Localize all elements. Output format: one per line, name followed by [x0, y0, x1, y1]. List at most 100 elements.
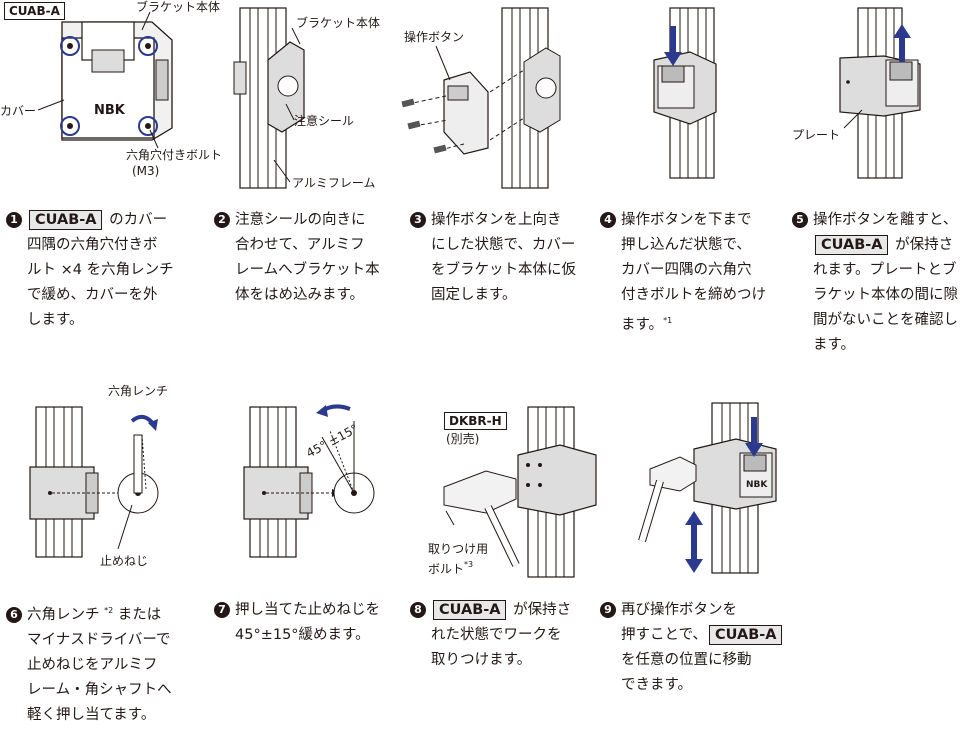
step-line: ます。 [792, 333, 970, 358]
step-line: 4 操作ボタンを下まで [600, 208, 785, 233]
step-text: 合わせて、アルミフ [235, 237, 365, 253]
step-line: レームへブラケット本 [214, 258, 394, 283]
step-number-badge: 4 [600, 212, 616, 228]
step-text: 取りつけます。 [431, 652, 532, 668]
fig8-bolt-label-a: 取りつけ用 [428, 542, 489, 556]
fig6-wrench-label: 六角レンチ [108, 384, 169, 398]
step-text: 止めねじをアルミフ [27, 657, 158, 673]
fig3-cover-attach-illustration [401, 7, 561, 189]
step-line: れた状態でワークを [410, 623, 600, 648]
footnote-marker: *1 [663, 316, 673, 325]
step-line: カバー四隅の六角穴 [600, 258, 785, 283]
product-name-box: CUAB-A [709, 625, 783, 645]
fig1-product-tag: CUAB-A [4, 2, 65, 20]
step-line: します。 [6, 308, 196, 333]
fig6-screw-label: 止めねじ [100, 554, 149, 568]
step-text: 体をはめ込みます。 [235, 287, 365, 303]
step-line: 2 注意シールの向きに [214, 208, 394, 233]
fig1-bracket-label: ブラケット本体 [136, 0, 221, 14]
fig1-nbk-logo: NBK [94, 103, 125, 118]
step-text: 操作ボタンを下まで [621, 212, 752, 228]
fig3-button-label: 操作ボタン [404, 30, 465, 44]
step-line: で緩め、カバーを外 [6, 283, 196, 308]
step-number-badge: 2 [214, 212, 230, 228]
step-text: カバー四隅の六角穴 [621, 262, 752, 278]
step-line: 止めねじをアルミフ [6, 653, 206, 678]
step-line: レーム・角シャフトへ [6, 678, 206, 703]
step-line: を任意の位置に移動 [600, 648, 800, 673]
step-text: します。 [27, 312, 84, 328]
step-number-badge: 6 [6, 607, 22, 623]
fig5-plate-label: プレート [792, 128, 841, 142]
fig8-product-tag: DKBR-H [444, 412, 507, 430]
step-text: 再び操作ボタンを [621, 602, 737, 618]
step-line: 体をはめ込みます。 [214, 283, 394, 308]
step-number-badge: 9 [600, 602, 616, 618]
step-text: 六角レンチ [27, 607, 105, 623]
step-line: 45°±15°緩めます。 [214, 623, 414, 648]
step-text: れます。プレートとブ [813, 262, 957, 278]
product-name-box: CUAB-A [815, 235, 889, 255]
fig8-bolt-note: *3 [464, 560, 474, 569]
fig8-mount-work-illustration [443, 406, 597, 578]
fig5-release-button-illustration [839, 7, 921, 179]
fig4-press-button-illustration [653, 7, 717, 179]
fig1-bolt-size-label: (M3) [132, 164, 160, 178]
step-line: 3 操作ボタンを上向き [410, 208, 595, 233]
step-line: 四隅の六角穴付きボ [6, 233, 196, 258]
step-line: ラケット本体の間に隙 [792, 283, 970, 308]
fig1-cover-label: カバー [0, 104, 37, 118]
fig7-loosen-screw-illustration [243, 404, 375, 558]
fig2-frame-label: アルミフレーム [292, 176, 376, 190]
step-text: が保持さ [508, 602, 572, 618]
step-line: 軽く押し当てます。 [6, 703, 206, 728]
step-text: 軽く押し当てます。 [27, 707, 156, 723]
fig2-bracket-on-frame-illustration [233, 7, 305, 189]
step-text: 押し込んだ状態で、 [621, 237, 751, 253]
step-text: 操作ボタンを離すと、 [813, 212, 958, 228]
step-text: のカバー [104, 212, 168, 228]
step-line: CUAB-A が保持さ [792, 233, 970, 258]
step-text: 押し当てた止めねじを [235, 602, 380, 618]
step-line: 取りつけます。 [410, 648, 600, 673]
step-text: 注意シールの向きに [235, 212, 366, 228]
step-text: が保持さ [890, 237, 954, 253]
step-text: にした状態で、カバー [431, 237, 576, 253]
step-line: をブラケット本体に仮 [410, 258, 595, 283]
step-text: ルト ×4 を六角レンチ [27, 262, 174, 278]
fig2-bracket-label: ブラケット本体 [296, 16, 381, 30]
step-line: 押し込んだ状態で、 [600, 233, 785, 258]
step-line: 間がないことを確認し [792, 308, 970, 333]
step-text: 間がないことを確認し [813, 312, 958, 328]
step-text: 付きボルトを締めつけ [621, 287, 766, 303]
step-line: 押すことで、CUAB-A [600, 623, 800, 648]
step-line: 付きボルトを締めつけ [600, 283, 785, 308]
step-number-badge: 5 [792, 212, 808, 228]
fig2-seal-label: 注意シール [294, 114, 355, 128]
step-text: レーム・角シャフトへ [27, 682, 172, 698]
fig8-sold-separately-label: (別売) [446, 432, 480, 446]
step-text: れた状態でワークを [431, 627, 562, 643]
step-number-badge: 7 [214, 602, 230, 618]
product-name-box: CUAB-A [433, 600, 507, 620]
step-number-badge: 3 [410, 212, 426, 228]
fig9-move-position-illustration [638, 402, 777, 574]
step-text: マイナスドライバーで [27, 632, 171, 648]
step-line: ます。*1 [600, 308, 785, 338]
fig8-bolt-label-b: ボルト*3 [428, 558, 473, 576]
step-text: 操作ボタンを上向き [431, 212, 562, 228]
step-text: レームへブラケット本 [235, 262, 380, 278]
step-text: 四隅の六角穴付きボ [27, 237, 158, 253]
fig1-bolt-label: 六角穴付きボルト [126, 148, 223, 162]
step-text: ラケット本体の間に隙 [813, 287, 958, 303]
step-line: マイナスドライバーで [6, 628, 206, 653]
step-text: 押すことで、 [621, 627, 707, 643]
step-text: 45°±15°緩めます。 [235, 627, 370, 643]
step-5-instruction: 5 操作ボタンを離すと、 CUAB-A が保持されます。プレートとブラケット本体の間… [792, 208, 970, 358]
